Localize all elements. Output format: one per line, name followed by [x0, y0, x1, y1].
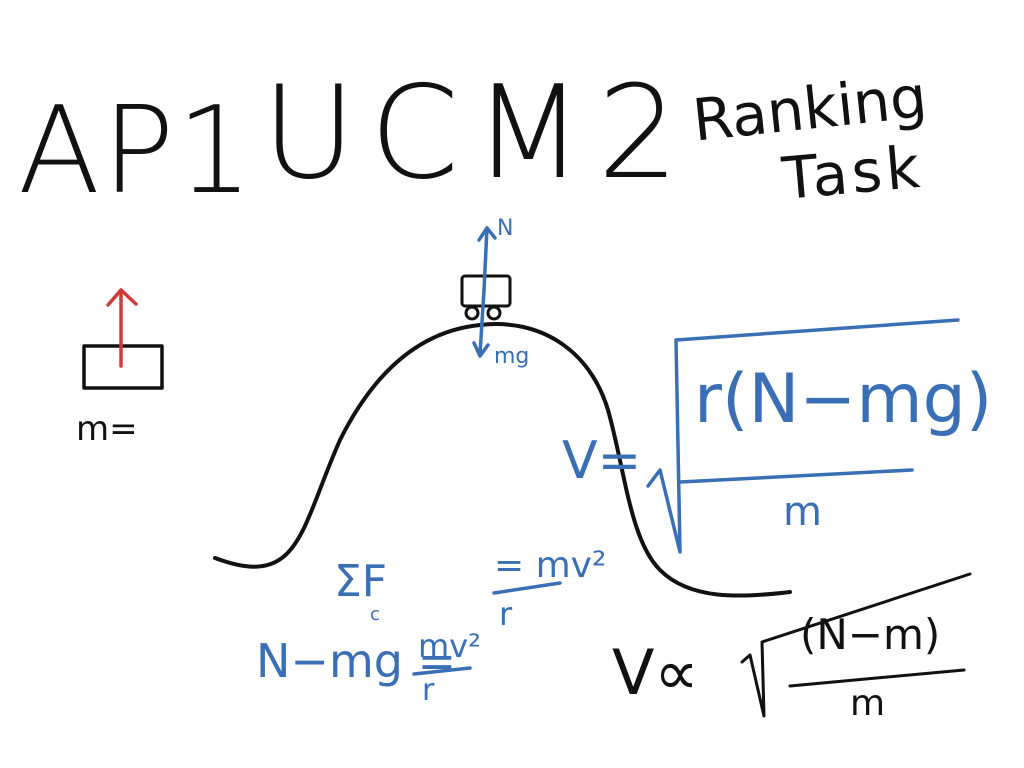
cart-wheel-left: [464, 305, 480, 321]
sqrt-sign-2: [740, 572, 972, 718]
title-ap1: AP1: [18, 82, 255, 221]
fraction-bar-3: [412, 666, 472, 676]
subtitle-task: Task: [779, 132, 927, 213]
newton-lhs: N−mg =: [256, 634, 457, 688]
fraction-bar-4: [788, 668, 966, 688]
net-force-subscript: c: [370, 604, 380, 625]
normal-arrowhead: [477, 226, 497, 242]
fraction-bar-2: [492, 581, 562, 595]
hill-curve: [213, 322, 792, 598]
fraction-bar-1: [678, 468, 914, 484]
weight-arrowhead: [472, 341, 490, 358]
sqrt-sign-1: [646, 318, 960, 554]
weight-arrow: [478, 288, 486, 356]
newton-denominator: r: [422, 673, 435, 708]
weight-label: mg: [494, 344, 530, 369]
v-numerator: r(N−mg): [694, 360, 993, 439]
net-force-numerator: = mv²: [494, 545, 607, 586]
newton-numerator: mv²: [418, 627, 481, 665]
v-equals: V=: [562, 431, 642, 491]
block: [82, 344, 164, 390]
cart-wheel-right: [486, 305, 502, 321]
normal-force-arrow: [482, 226, 489, 292]
v-proportional: V∝: [612, 636, 699, 709]
mass-label: m=: [76, 409, 138, 449]
applied-arrowhead: [106, 288, 138, 307]
title-ucm2: UCM2: [262, 59, 693, 208]
prop-numerator: (N−m): [800, 610, 941, 659]
net-force-lhs: ΣF: [334, 556, 388, 607]
v-denominator: m: [783, 489, 822, 535]
net-force-denominator: r: [499, 595, 513, 633]
prop-denominator: m: [850, 683, 886, 724]
normal-force-label: N: [497, 216, 514, 241]
